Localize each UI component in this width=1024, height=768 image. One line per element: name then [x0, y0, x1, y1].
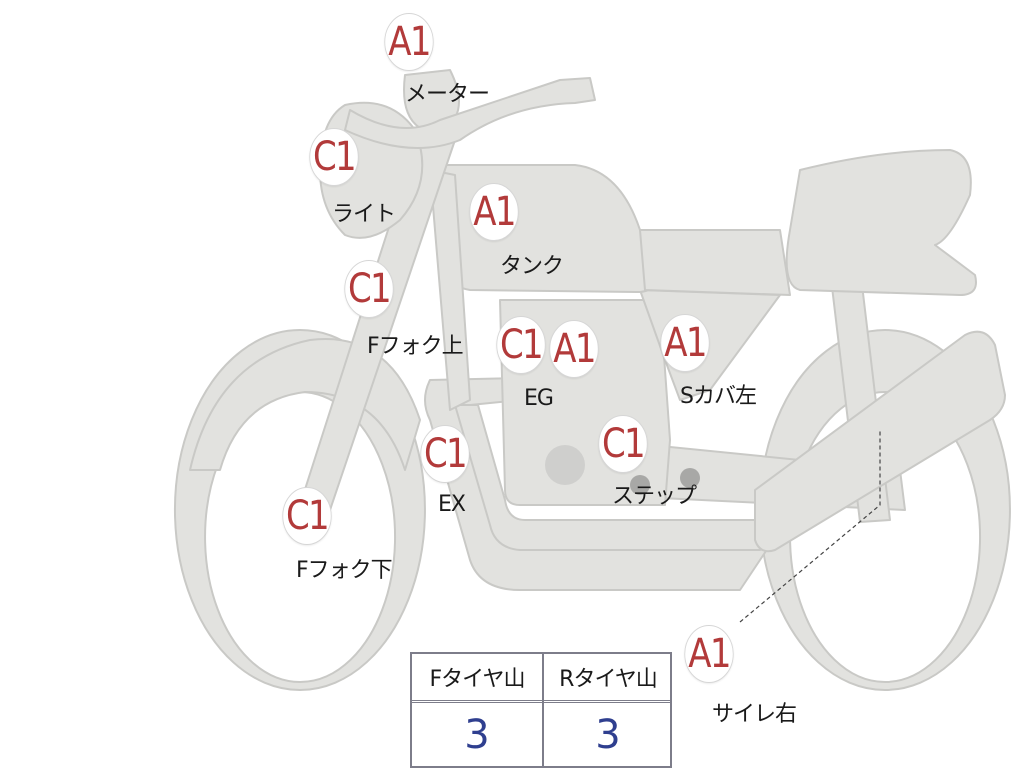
rear-tire-tread-value: 3: [595, 712, 621, 758]
ffork-upper-grade-badge: C1: [344, 260, 394, 318]
footpeg-rear: [680, 468, 700, 488]
meter-grade-badge: A1: [384, 13, 434, 71]
muffler-right-grade-badge: A1: [684, 625, 734, 683]
meter-label: メーター: [405, 82, 490, 107]
exhaust-label: EX: [438, 492, 466, 517]
frame-tube: [429, 169, 471, 411]
front-tire-tread-value: 3: [464, 712, 490, 758]
muffler-leader: [739, 430, 881, 623]
handlebar: [344, 77, 596, 149]
light-grade-badge: C1: [309, 128, 359, 186]
tire-table-divider: [542, 654, 544, 766]
rear-tire-tread-header: Rタイヤ山: [559, 667, 658, 692]
scover-left-label: Sカバ左: [680, 384, 757, 409]
tank-label: タンク: [500, 254, 564, 279]
front-tire-tread-header: Fタイヤ山: [429, 667, 526, 692]
muffler-right-label: サイレ右: [712, 702, 797, 727]
tire-tread-table: Fタイヤ山 Rタイヤ山 3 3: [410, 652, 672, 768]
footpeg: [630, 475, 650, 495]
engine-c-grade-badge: C1: [496, 316, 546, 374]
ffork-lower-grade-badge: C1: [282, 487, 332, 545]
leader-lines: [739, 430, 881, 623]
ffork-upper-label: Fフォク上: [367, 334, 464, 359]
tank-grade-badge: A1: [469, 183, 519, 241]
step-label: ステップ: [612, 484, 697, 509]
tire-table-header-row: [412, 654, 670, 703]
engine-label: EG: [524, 386, 554, 411]
engine-a-grade-badge: A1: [549, 320, 599, 378]
seat: [785, 149, 977, 296]
scover-left-grade-badge: A1: [660, 314, 710, 372]
step-grade-badge: C1: [598, 415, 648, 473]
engine-cover-circle: [545, 445, 585, 485]
exhaust-grade-badge: C1: [420, 425, 470, 483]
seat-base: [639, 229, 791, 296]
light-label: ライト: [332, 202, 396, 227]
ffork-lower-label: Fフォク下: [296, 558, 393, 583]
